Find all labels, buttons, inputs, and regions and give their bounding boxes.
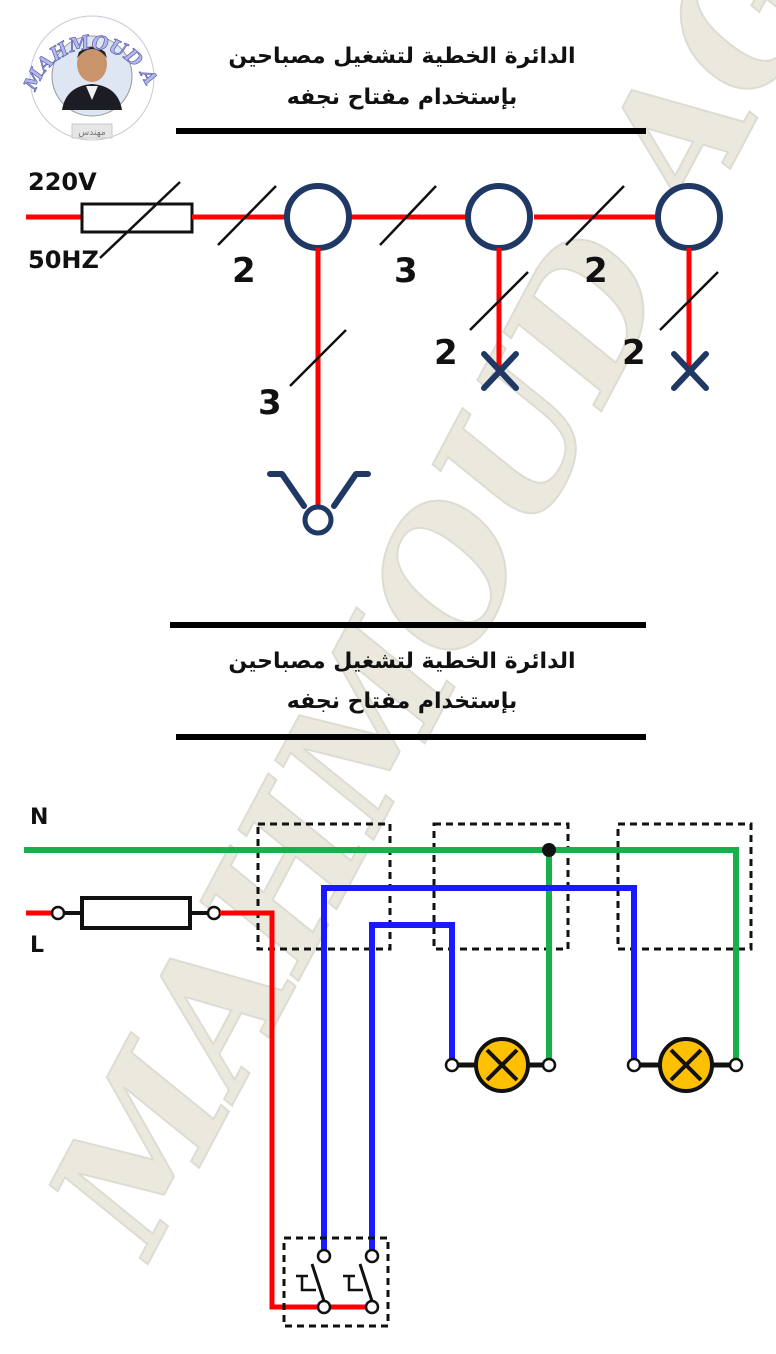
watermark-text: MAHMOUD AGEEB [7,0,776,1284]
count-switch: 3 [258,383,282,423]
tick-switch [289,329,347,387]
switch1-terminal-bottom [316,1299,332,1315]
section2-title-line2: بإستخدام مفتاح نجفه [287,689,518,714]
count-run2: 2 [584,251,608,291]
fuse-terminal-in [50,905,66,921]
lamp2-terminal-left [626,1057,642,1073]
junction-box-3 [655,183,723,251]
count-lamp1: 2 [434,333,458,373]
switch2-terminal-bottom [364,1299,380,1315]
logo: MAHMOUD AGEEB مهندس [0,0,162,141]
voltage-label: 220V [28,168,97,196]
switch1-terminal-top [316,1248,332,1264]
watermark: MAHMOUD AGEEB [6,0,776,1285]
switch2-terminal-top [364,1248,380,1264]
avatar-hair [77,47,107,58]
lamp1-terminal-right [541,1057,557,1073]
count-feed: 2 [232,251,256,291]
tick-run2 [565,185,625,246]
junction-box-c [616,822,753,951]
frequency-label: 50HZ [28,246,99,274]
avatar-head [77,46,107,82]
logo-caption-box [71,123,113,139]
count-lamp2: 2 [622,333,646,373]
line-label: L [30,933,44,958]
tick-feed [217,185,277,246]
tick-lamp1 [469,271,529,331]
section1-title-line2: بإستخدام مفتاح نجفه [287,85,518,110]
switch1-contact [310,1263,326,1302]
logo-ring [29,15,155,141]
neutral-wire [24,847,739,1062]
fuse-terminal-out [206,905,222,921]
fuse-body [80,896,192,930]
section1-title-line1: الدائرة الخطية لتشغيل مصباحين [228,44,575,69]
fuse-symbol [80,202,194,234]
logo-caption: مهندس [78,128,106,138]
lamp2-symbol [671,351,709,391]
neutral-label: N [30,805,48,830]
switched-leg-lamp2 [321,885,637,1250]
tick-lamp2 [659,271,719,331]
avatar-shirt [86,86,98,100]
lamp1-wired [444,1037,557,1093]
switched-leg-lamp1 [369,922,455,1250]
phase-wire [220,910,324,1310]
section2-title-line1: الدائرة الخطية لتشغيل مصباحين [228,649,575,674]
switch2-actuator [343,1274,363,1292]
switch2-contact [358,1263,374,1302]
lamp2-wired [626,1037,744,1093]
junction-box-1 [284,183,352,251]
neutral-junction-dot [542,843,556,857]
tick-run1 [379,185,437,246]
junction-box-2 [465,183,533,251]
lamp1-terminal-left [444,1057,460,1073]
two-gang-switch-symbol [267,471,371,536]
switch-box [282,1236,390,1328]
fuse-slash [99,181,181,259]
lamp1-symbol [481,351,519,391]
lamp2-terminal-right [728,1057,744,1073]
two-gang-switch [282,1236,390,1328]
switch1-actuator [296,1274,316,1292]
count-run1: 3 [394,251,418,291]
